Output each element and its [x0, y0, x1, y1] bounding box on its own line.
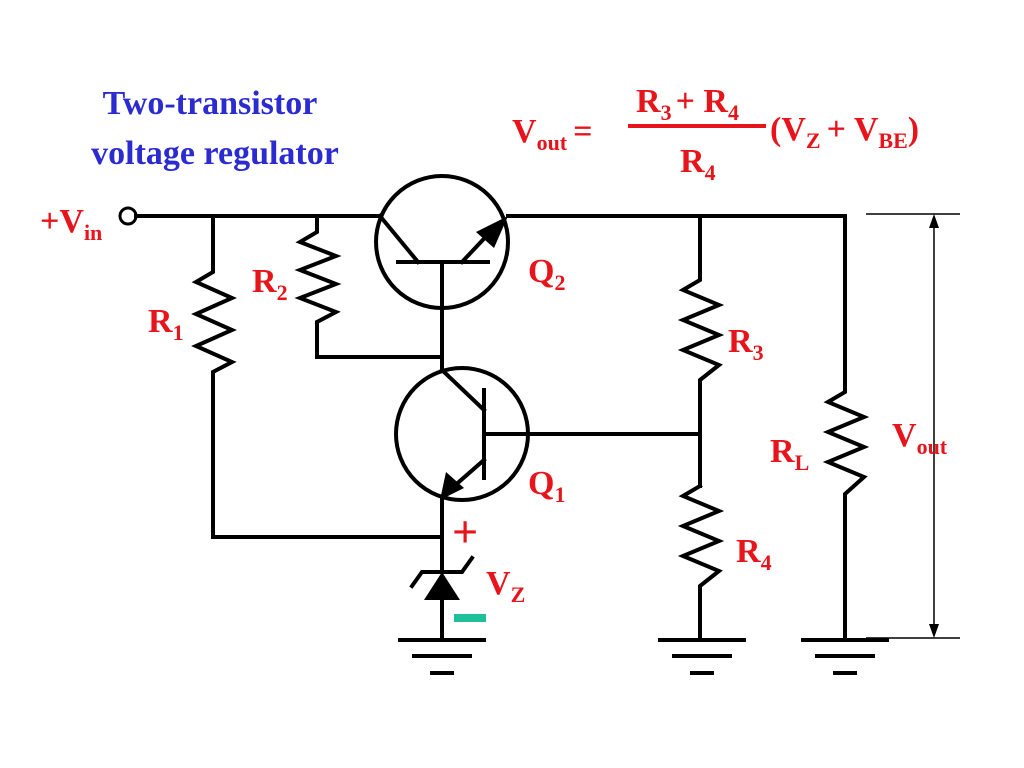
- svg-text:Q2: Q2: [528, 253, 565, 295]
- title-line-2: voltage regulator: [91, 135, 339, 172]
- vz-label-sub: Z: [511, 582, 526, 607]
- vout-label: V: [892, 417, 917, 454]
- vin-label: +V: [40, 203, 84, 240]
- svg-text:R4: R4: [680, 143, 716, 185]
- r1-label: R: [148, 303, 173, 340]
- svg-text:+Vin: +Vin: [40, 203, 102, 245]
- svg-text:RL: RL: [770, 433, 809, 475]
- formula-rhs-be-sub: BE: [878, 128, 907, 153]
- svg-text:VZ: VZ: [486, 565, 525, 607]
- r4-label-sub: 4: [761, 550, 772, 575]
- svg-text:R4: R4: [736, 533, 772, 575]
- formula-num-r3: R: [636, 83, 661, 120]
- formula-rhs-open: (V: [770, 111, 806, 148]
- q2-label: Q: [528, 253, 554, 290]
- vz-label: V: [486, 565, 511, 602]
- r3-label: R: [728, 323, 753, 360]
- resistor-rl: [822, 214, 870, 640]
- ground-rl: [801, 638, 889, 675]
- transistor-q2: [374, 174, 510, 372]
- resistor-r1: [191, 214, 442, 539]
- resistor-r2: [294, 214, 442, 359]
- r2-label: R: [252, 263, 277, 300]
- formula-rhs-close: ): [908, 111, 919, 148]
- ground-r4: [658, 638, 746, 675]
- svg-text:R3+ R4: R3+ R4: [636, 83, 739, 125]
- svg-text:Vout: Vout: [892, 417, 948, 459]
- minus-sign-bar: [454, 614, 486, 622]
- vout-formula: Vout= R3+ R4 R4 (VZ+ VBE): [512, 83, 919, 185]
- ground-zener: [398, 638, 486, 675]
- formula-num-plus-r: + R: [676, 83, 729, 120]
- vin-terminal: [118, 206, 138, 226]
- r2-label-sub: 2: [277, 280, 288, 305]
- svg-text:(VZ+ VBE): (VZ+ VBE): [770, 111, 919, 153]
- formula-den-sub: 4: [705, 160, 716, 185]
- formula-lhs: V: [512, 113, 537, 150]
- q2-label-sub: 2: [554, 270, 565, 295]
- vin-label-sub: in: [84, 220, 102, 245]
- svg-text:R2: R2: [252, 263, 288, 305]
- zener-diode: [409, 555, 475, 640]
- svg-text:R1: R1: [148, 303, 184, 345]
- formula-rhs-z-sub: Z: [806, 128, 821, 153]
- title-line-1: Two-transistor: [103, 85, 318, 122]
- svg-text:Vout=: Vout=: [512, 113, 593, 155]
- r3-label-sub: 3: [753, 340, 764, 365]
- formula-num-r4-sub: 4: [728, 100, 739, 125]
- transistor-q1: [394, 366, 532, 574]
- formula-equals: =: [573, 113, 592, 150]
- svg-text:R3: R3: [728, 323, 764, 365]
- formula-num-r3-sub: 3: [661, 100, 672, 125]
- q1-label-sub: 1: [554, 482, 565, 507]
- formula-den: R: [680, 143, 705, 180]
- resistor-r3: [677, 214, 725, 488]
- r1-label-sub: 1: [173, 320, 184, 345]
- r4-label: R: [736, 533, 761, 570]
- formula-lhs-sub: out: [537, 130, 568, 155]
- plus-sign: +: [452, 506, 478, 557]
- svg-text:Q1: Q1: [528, 465, 565, 507]
- vout-dimension: [866, 213, 960, 639]
- formula-rhs-plus-v: + V: [827, 111, 879, 148]
- rl-label: R: [770, 433, 795, 470]
- resistor-r4: [677, 483, 725, 640]
- rl-label-sub: L: [795, 450, 810, 475]
- vout-label-sub: out: [917, 434, 948, 459]
- q1-label: Q: [528, 465, 554, 502]
